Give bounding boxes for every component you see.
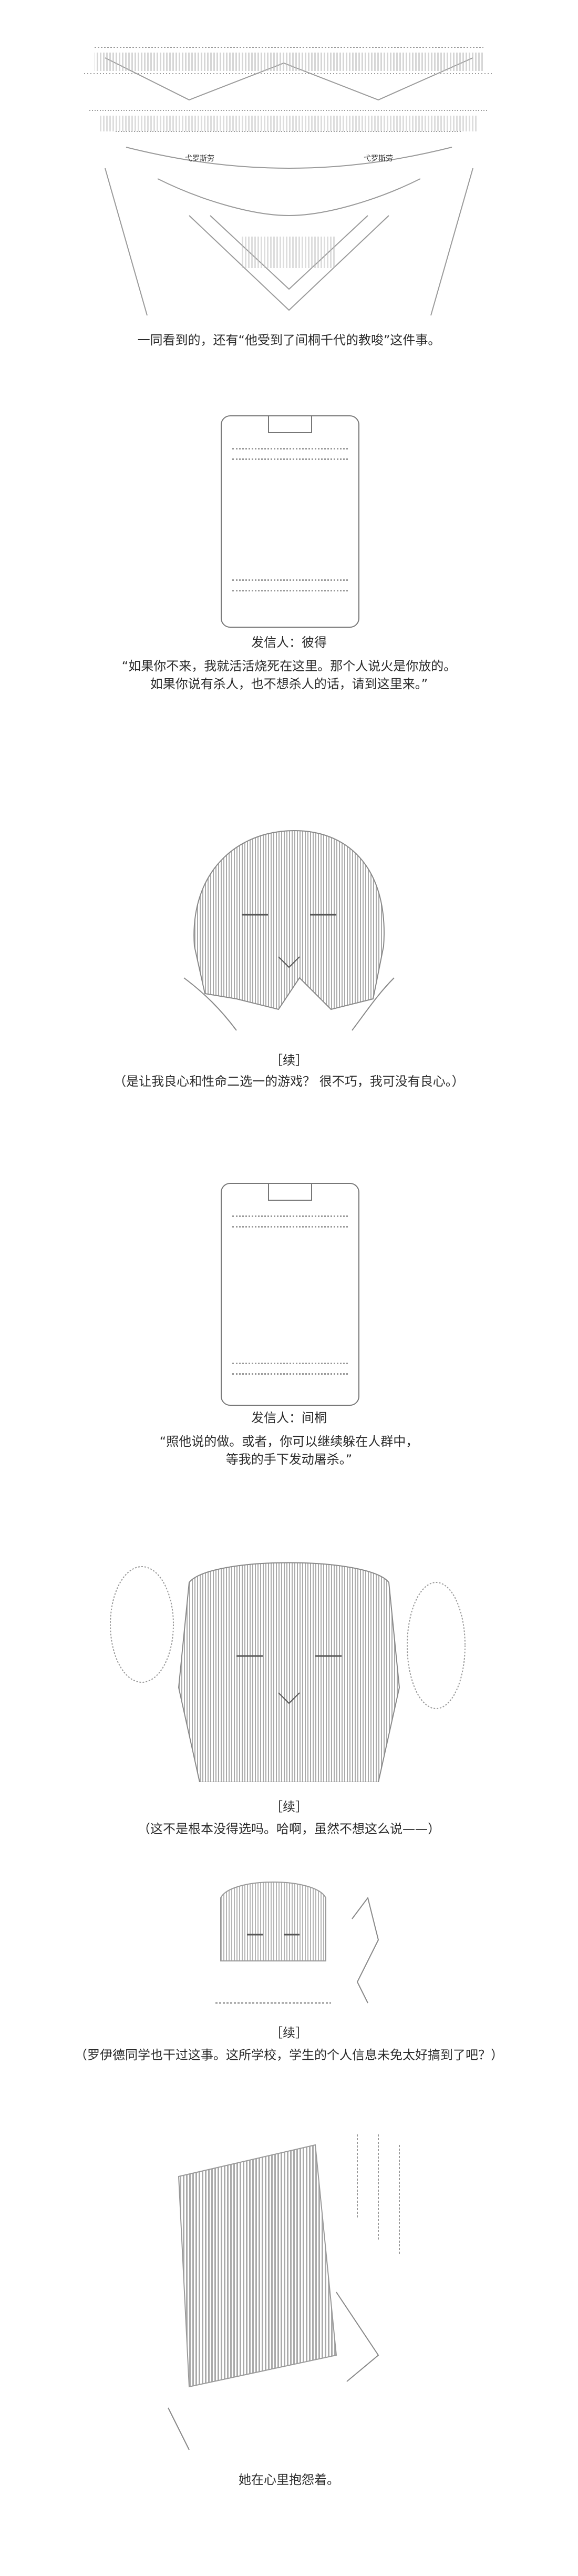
ascii-art-chibi-character: [200, 1877, 389, 2013]
ascii-art-character-head: [173, 820, 405, 1041]
message-2-line-2: 等我的手下发动屠杀。”: [225, 1452, 353, 1467]
ascii-art-face-top: [84, 42, 494, 326]
caption-panel1: 一同看到的，还有“他受到了间桐千代的教唆”这件事。: [137, 333, 441, 347]
message-2-line-1: “照他说的做。或者，你可以继续躲在人群中，: [159, 1434, 419, 1449]
message-1-line-1: “如果你不来，我就活活烧死在这里。那个人说火是你放的。: [121, 659, 457, 673]
continued-tag-3: ［续］: [270, 2026, 308, 2040]
caption-panel7: 她在心里抱怨着。: [239, 2472, 339, 2487]
ascii-label-right: 弋罗斯劳: [364, 155, 393, 163]
sender-label-2: 发信人：间桐: [251, 1410, 327, 1425]
ascii-label-left: 弋罗斯劳: [185, 155, 214, 163]
ascii-art-bottom-scene: [158, 2134, 420, 2460]
sender-label-1: 发信人：彼得: [251, 635, 327, 650]
phone-frame-1: [221, 415, 359, 628]
thought-2: （这不是根本没得选吗。哈啊，虽然不想这么说——）: [138, 1822, 440, 1836]
phone-notch-2: [268, 1184, 312, 1201]
phone-notch: [268, 416, 312, 433]
phone-frame-2: [221, 1183, 359, 1406]
thought-3: （罗伊德同学也干过这事。这所学校，学生的个人信息未免太好搞到了吧？）: [75, 2048, 503, 2062]
message-2: “照他说的做。或者，你可以继续躲在人群中， 等我的手下发动屠杀。”: [0, 1433, 578, 1468]
message-1: “如果你不来，我就活活烧死在这里。那个人说火是你放的。 如果你说有杀人，也不想杀…: [0, 657, 578, 693]
thought-1: （是让我良心和性命二选一的游戏？ 很不巧，我可没有良心。）: [113, 1074, 465, 1089]
message-1-line-2: 如果你说有杀人，也不想杀人的话，请到这里来。”: [150, 677, 428, 691]
ascii-art-twintail-character: [105, 1551, 473, 1783]
continued-tag-1: ［续］: [270, 1053, 308, 1068]
continued-tag-2: ［续］: [270, 1800, 308, 1814]
